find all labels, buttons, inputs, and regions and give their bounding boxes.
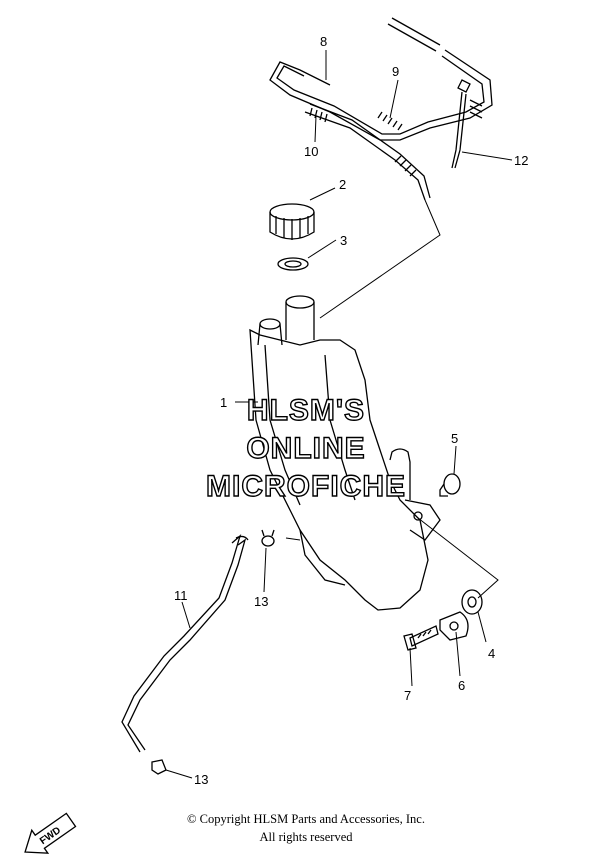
callout-9: 9 [392, 64, 399, 79]
watermark-line-1: HLSM'S [247, 394, 365, 427]
rights-notice: All rights reserved [259, 830, 353, 844]
watermark-line-3: MICROFICHE [206, 470, 406, 503]
callout-8: 8 [320, 34, 327, 49]
mount-grommet [461, 589, 483, 615]
connection-lines [285, 199, 499, 599]
copyright-notice: © Copyright HLSM Parts and Accessories, … [187, 812, 425, 826]
callout-5: 5 [451, 431, 458, 446]
callout-13-upper: 13 [254, 594, 268, 609]
callout-13-lower: 13 [194, 772, 208, 787]
watermark: HLSM'S ONLINE MICROFICHE [205, 393, 406, 503]
tank-cap [269, 203, 315, 240]
callout-12: 12 [514, 153, 528, 168]
breather-hose-assembly [269, 17, 493, 201]
callout-3: 3 [340, 233, 347, 248]
leader-lines [165, 50, 513, 779]
callout-4: 4 [488, 646, 495, 661]
hose-clamp-bracket [439, 611, 469, 641]
flange-bolt [403, 625, 439, 651]
hose-clip-lower [151, 759, 167, 775]
callout-10: 10 [304, 144, 318, 159]
cap-seal-ring [277, 257, 309, 271]
grommet-bolt [439, 473, 461, 497]
callout-2: 2 [339, 177, 346, 192]
callout-7: 7 [404, 688, 411, 703]
callout-11: 11 [174, 588, 188, 603]
watermark-line-2: ONLINE [246, 432, 365, 465]
callout-1: 1 [220, 395, 227, 410]
callout-6: 6 [458, 678, 465, 693]
overflow-hose [121, 534, 249, 753]
hose-clip-upper [261, 529, 275, 547]
